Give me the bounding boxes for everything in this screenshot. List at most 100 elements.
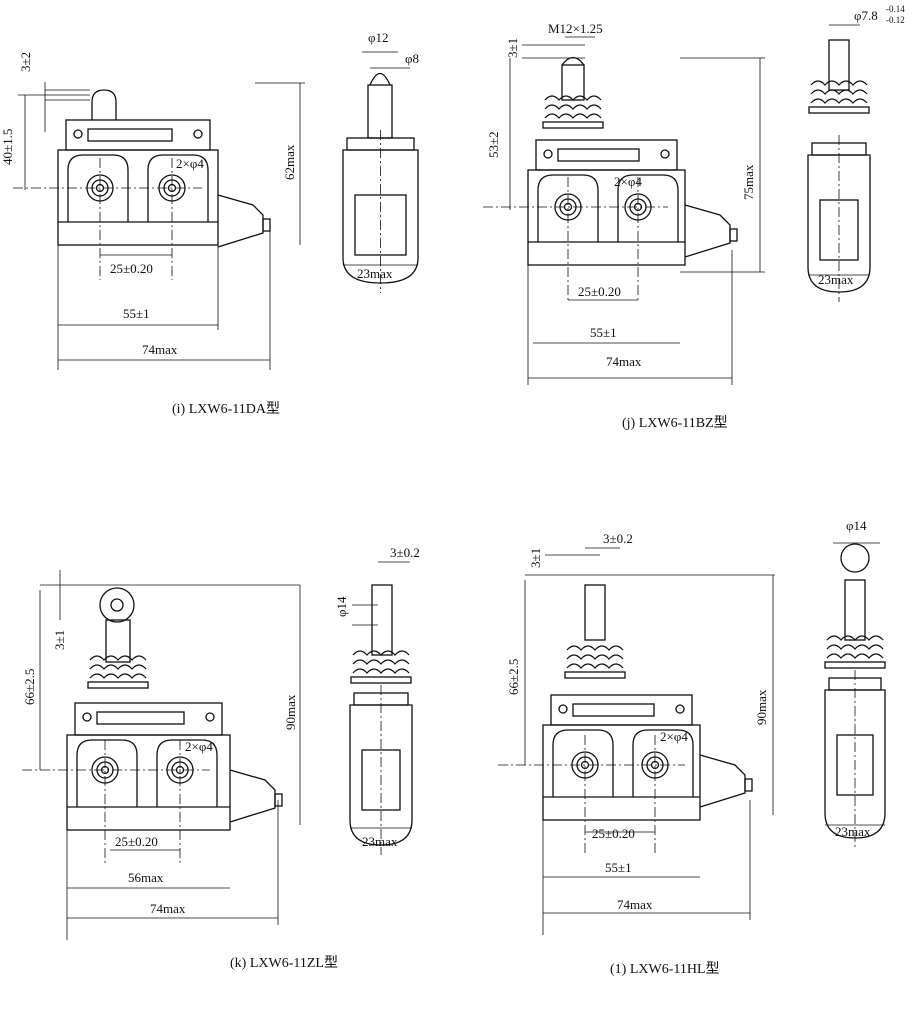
switch-outlines [13,39,886,865]
dim-thread: M12×1.25 [548,21,603,36]
dim-side-width: 23max [835,824,871,839]
cable-nub [684,204,731,258]
switch-body [66,734,231,831]
plunger [105,619,131,663]
top-plate [535,139,678,171]
plunger [561,64,585,101]
nut-stack [352,668,410,674]
side-roller [371,584,393,656]
caption-l: (1) LXW6-11HL型 [610,961,720,977]
dim-hole-spacing: 25±0.20 [578,284,621,299]
side-window [836,734,874,796]
dim-holes: 2×φ4 [660,729,688,744]
dim-plunger-travel: 3±1 [52,630,67,650]
panel-i-labels: 3±2 40±1.5 2×φ4 25±0.20 55±1 74max φ12 φ… [0,30,419,417]
mount-screw [558,704,568,714]
dim-height-to-holes: 40±1.5 [0,129,15,165]
dim-plate-width: 55±1 [123,306,150,321]
nut-stack [544,104,602,110]
dim-plunger-travel: 3±1 [505,38,520,58]
dim-overall-height: 90max [283,694,298,730]
dim-roller-width: 3±0.2 [603,531,633,546]
plunger [584,584,606,641]
dim-overall-height: 75max [741,164,756,200]
dim-side-width: 23max [818,272,854,287]
caption-j: (j) LXW6-11BZ型 [622,415,728,431]
dim-plate-width: 55±1 [590,325,617,340]
dim-holes: 2×φ4 [614,174,642,189]
cable-nub [217,194,264,248]
dim-side-width: 23max [362,834,398,849]
mount-screw [73,129,83,139]
dim-overall-height: 90max [754,689,769,725]
mount-screw [193,129,203,139]
flange [808,106,870,114]
label-window [87,128,173,142]
flange [564,671,626,679]
plunger [91,89,117,120]
side-plunger [367,84,393,139]
dim-dia-plunger: φ7.8 [854,8,878,23]
switch-body [542,724,701,821]
dim-hole-spacing: 25±0.20 [110,261,153,276]
mount-screw [82,712,92,722]
nut-stack [566,663,624,669]
nut-stack [566,645,624,651]
dim-height-to-holes: 53±2 [486,131,501,158]
dim-plate-width: 55±1 [605,860,632,875]
side-window [354,194,407,256]
side-window [819,199,859,261]
roller [840,543,870,573]
nut-stack [810,89,868,95]
dim-overall-height: 62max [282,144,297,180]
hole-boss [632,729,694,797]
label-window [572,703,655,717]
flange [350,676,412,684]
dim-overall-width: 74max [150,901,186,916]
dim-roller-dia: φ14 [334,596,349,617]
panel-k-labels: 3±0.2 φ14 66±2.5 3±1 2×φ4 25±0.20 56max … [22,545,420,971]
hole-boss [147,154,209,222]
nut-stack [89,655,147,661]
mount-screw [205,712,215,722]
dim-overall-width: 74max [142,342,178,357]
label-window [557,148,640,162]
dim-tolerance-upper: -0.14 [886,4,905,14]
caption-i: (i) LXW6-11DA型 [172,401,280,417]
dim-height-to-holes: 66±2.5 [506,659,521,695]
dim-holes: 2×φ4 [176,156,204,171]
dim-holes: 2×φ4 [185,739,213,754]
hole-boss [617,174,679,242]
panel-l-labels: 3±1 3±0.2 φ14 66±2.5 90max 2×φ4 25±0.20 … [506,518,871,977]
side-window [361,749,401,811]
nut-stack [826,644,884,650]
side-plunger [844,579,866,641]
cable-nub [229,769,276,823]
dim-tolerance-lower: -0.12 [886,15,905,25]
dim-plunger-travel: 3±1 [528,548,543,568]
dim-side-width: 23max [357,266,393,281]
dim-overall-width: 74max [617,897,653,912]
dim-dia-plunger: φ8 [405,51,419,66]
dim-roller-dia: φ14 [846,518,867,533]
cable-nub [699,754,746,808]
dimension-lines [18,24,885,940]
mount-screw [675,704,685,714]
top-plate [550,694,693,726]
flange [824,661,886,669]
nut-stack [566,654,624,660]
switch-body [57,149,219,246]
flange [542,121,604,129]
nut-stack [810,80,868,86]
label-window [96,711,185,725]
mount-screw [660,149,670,159]
roller-pin [110,598,124,612]
dim-hole-spacing: 25±0.20 [115,834,158,849]
hole-boss [76,739,138,807]
nub-tip [744,778,753,792]
dim-roller-width: 3±0.2 [390,545,420,560]
dim-dia-top: φ12 [368,30,389,45]
mount-screw [543,149,553,159]
dim-hole-spacing: 25±0.20 [592,826,635,841]
